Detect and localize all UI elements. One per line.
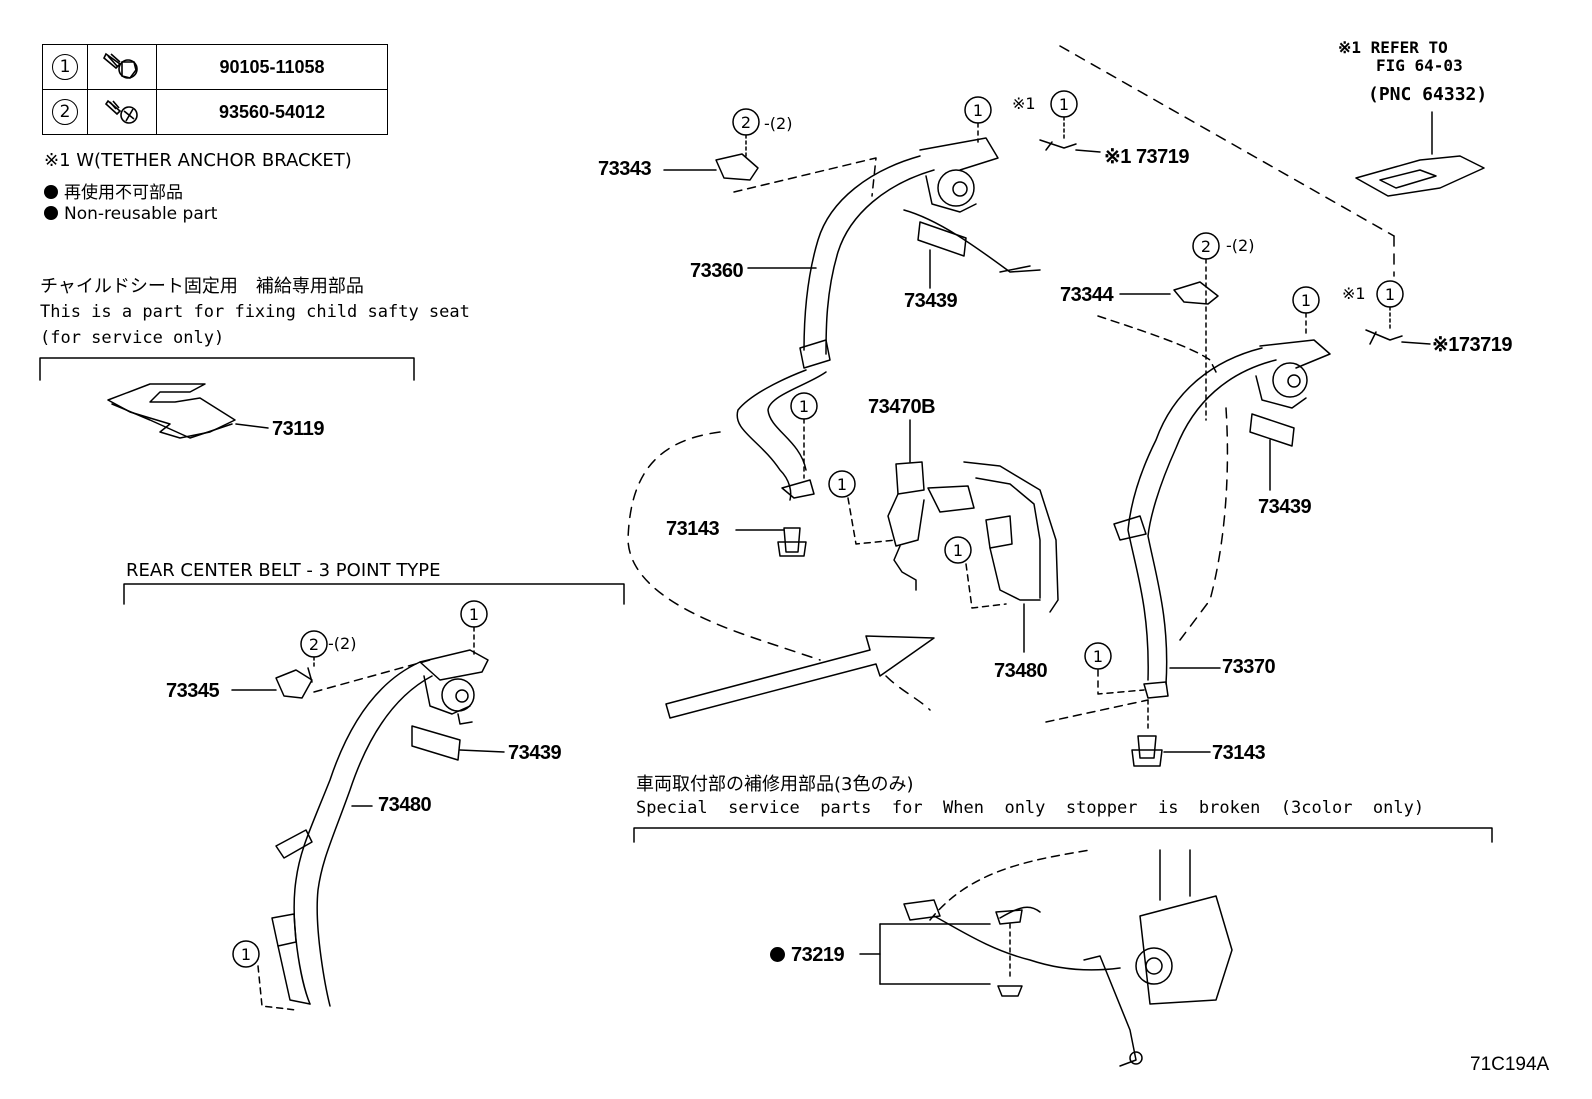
rear-center-frame xyxy=(123,583,625,605)
part-label-73143-b: 73143 xyxy=(1212,742,1266,764)
non-reusable-en-note: Non-reusable part xyxy=(44,204,217,224)
part-label-73119: 73119 xyxy=(272,418,325,440)
part-label-73439-a: 73439 xyxy=(904,290,958,312)
left-belt-art xyxy=(663,96,1041,557)
buckle-73480-art xyxy=(944,461,1059,653)
bullet-icon xyxy=(44,185,58,199)
part-label-73343: 73343 xyxy=(598,158,652,180)
screw-qty-rear: -(2) xyxy=(328,634,357,653)
part-number: 93560-54012 xyxy=(156,89,388,135)
part-label-73480-rear: 73480 xyxy=(378,794,432,816)
part-label-73719-a: ※1 73719 xyxy=(1104,146,1190,168)
child-seat-desc-2: (for service only) xyxy=(40,328,225,348)
part-label-73143-a: 73143 xyxy=(666,518,720,540)
non-reusable-jp-text: 再使用不可部品 xyxy=(64,183,183,203)
screw-icon xyxy=(104,99,138,124)
callout-number: 1 xyxy=(799,397,809,416)
part-label-73439-rear: 73439 xyxy=(508,742,562,764)
right-belt-art xyxy=(1045,232,1331,767)
part-label-73480: 73480 xyxy=(994,660,1048,682)
special-title-en: Special service parts for When only stop… xyxy=(636,798,1425,818)
callout-number: 2 xyxy=(741,113,751,132)
callout-numbers: 2 1 1 2 1 1 1 1 1 1 2 1 1 xyxy=(241,95,1395,964)
part-label-73345: 73345 xyxy=(166,680,220,702)
callout-number: 2 xyxy=(1201,237,1211,256)
callout-number: 1 xyxy=(1301,291,1311,310)
seat-outline-dashed xyxy=(627,431,821,661)
callout-number: 1 xyxy=(52,54,78,80)
child-seat-guide-part xyxy=(107,383,269,439)
figure-code: 71C194A xyxy=(1470,1054,1550,1075)
callout-number: 1 xyxy=(973,101,983,120)
tether-note: ※1 W(TETHER ANCHOR BRACKET) xyxy=(44,150,352,171)
special-service-art xyxy=(859,849,1233,1067)
part-label-73344: 73344 xyxy=(1060,284,1114,306)
screw-qty-b: -(2) xyxy=(1226,236,1255,255)
child-seat-frame xyxy=(39,357,415,381)
callout-number: 1 xyxy=(469,605,479,624)
callout-number: 1 xyxy=(837,475,847,494)
special-title-jp: 車両取付部の補修用部品(3色のみ) xyxy=(636,774,914,795)
part-label-73719-b: ※173719 xyxy=(1432,334,1513,356)
bolt-icon xyxy=(103,52,138,79)
refer-line-3: (PNC 64332) xyxy=(1368,84,1488,105)
callout-number: 1 xyxy=(1385,285,1395,304)
rear-center-belt-art xyxy=(231,600,505,1011)
callout-number: 2 xyxy=(309,635,319,654)
table-row: 2 93560-54012 xyxy=(42,89,388,135)
refer-bracket xyxy=(1355,155,1485,197)
assembly-arrow xyxy=(665,635,935,719)
callout-number: 1 xyxy=(1059,95,1069,114)
rear-center-title: REAR CENTER BELT - 3 POINT TYPE xyxy=(126,560,441,581)
child-seat-desc: This is a part for fixing child safty se… xyxy=(40,302,470,322)
note-mark-1a: ※1 xyxy=(1012,94,1036,113)
part-label-73219-text: 73219 xyxy=(791,944,845,966)
part-label-73360: 73360 xyxy=(690,260,744,282)
part-label-73219: 73219 xyxy=(770,944,845,967)
non-reusable-bullet-icon xyxy=(770,947,785,962)
callout-number: 1 xyxy=(241,945,251,964)
refer-line-2: FIG 64-03 xyxy=(1376,56,1463,75)
special-frame xyxy=(633,827,1493,843)
callout-number: 1 xyxy=(953,541,963,560)
callout-number: 1 xyxy=(1093,647,1103,666)
part-label-73370: 73370 xyxy=(1222,656,1276,678)
refer-line-1: ※1 REFER TO xyxy=(1338,38,1448,57)
callout-number: 2 xyxy=(52,99,78,125)
note-mark-1b: ※1 xyxy=(1342,284,1366,303)
fastener-table: 1 90105-11058 2 xyxy=(42,44,388,135)
buckle-73470b-art xyxy=(828,419,975,591)
non-reusable-jp-note: 再使用不可部品 xyxy=(44,178,183,203)
part-label-73439-b: 73439 xyxy=(1258,496,1312,518)
child-seat-title: チャイルドシート固定用 補給専用部品 xyxy=(40,276,364,297)
non-reusable-en-text: Non-reusable part xyxy=(64,204,218,224)
bullet-icon xyxy=(44,206,58,220)
part-label-73470b: 73470B xyxy=(868,396,936,418)
screw-qty-a: -(2) xyxy=(764,114,793,133)
